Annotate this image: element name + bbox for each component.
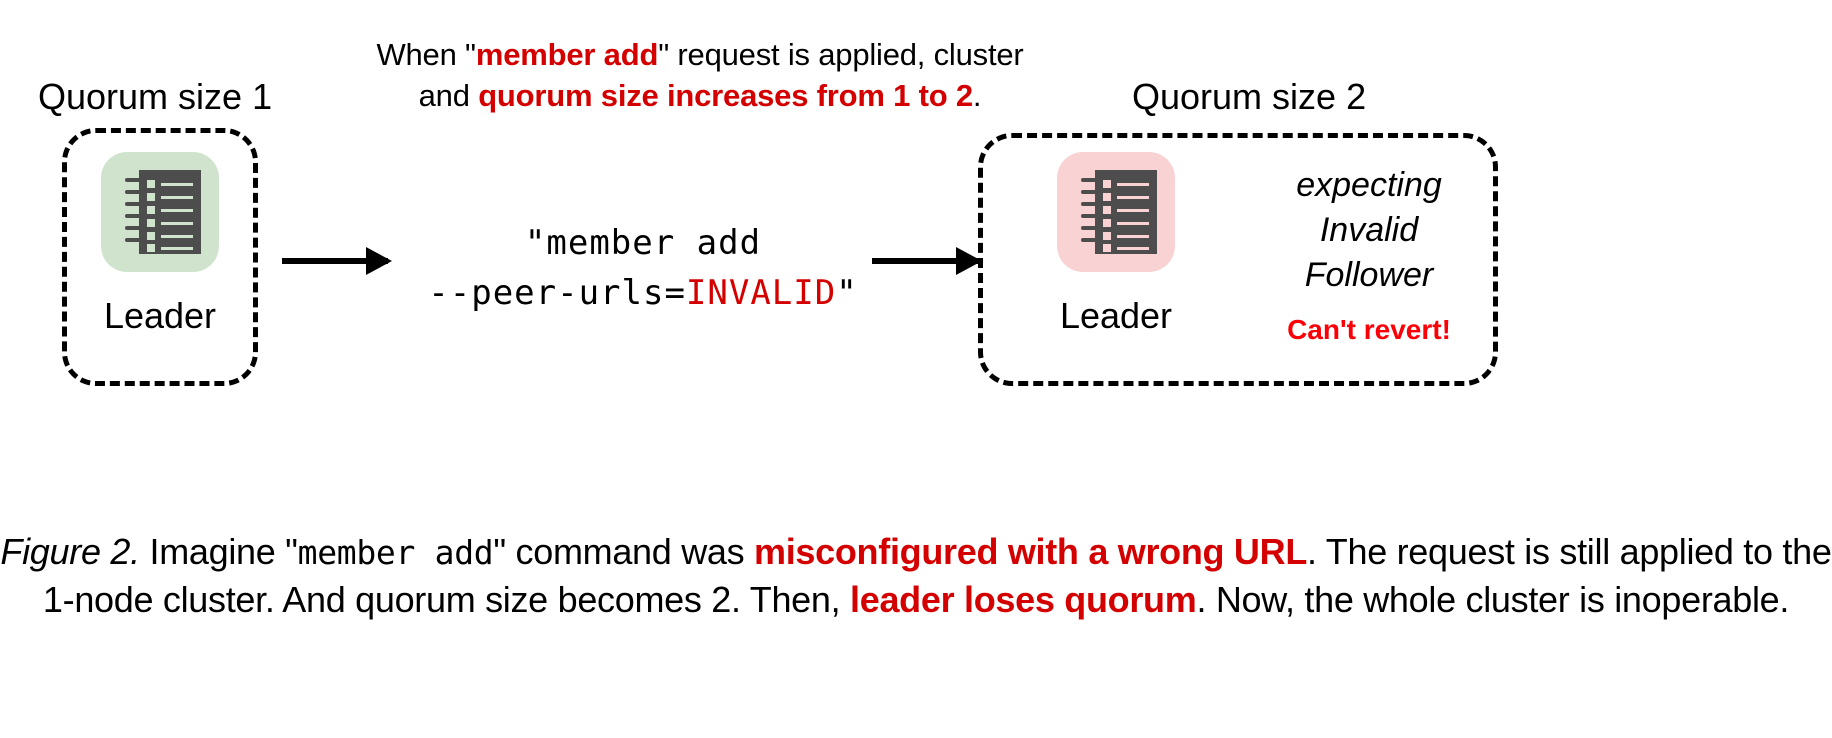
command-invalid-value: INVALID	[685, 273, 837, 313]
status-line-1: expecting	[1296, 166, 1442, 204]
cant-revert-warning: Can't revert!	[1287, 314, 1451, 345]
top-note-seg-3: quorum size increases from 1 to 2	[478, 78, 973, 113]
top-note-seg-1: member add	[475, 37, 659, 72]
caption-seg-mono: member add	[297, 533, 494, 572]
right-leader-node: Leader	[1040, 152, 1192, 336]
arrow-right-icon-right	[872, 247, 982, 275]
command-line2-prefix: --peer-urls=	[428, 273, 686, 313]
command-line1: "member add	[524, 223, 762, 263]
status-line-3: Follower	[1304, 256, 1434, 294]
right-node-label: Leader	[1059, 295, 1173, 336]
right-cluster-title: Quorum size 2	[1132, 76, 1367, 117]
ledger-icon	[123, 166, 205, 258]
top-note-seg-2: " request is applied, cluster and	[418, 37, 1024, 113]
top-note-seg-4: .	[972, 78, 982, 113]
status-line-2: Invalid	[1319, 211, 1419, 249]
left-leader-node: Leader	[84, 152, 236, 336]
caption-seg-0: Imagine "	[139, 531, 298, 572]
right-cluster-status: expecting Invalid Follower Can't revert!	[1246, 163, 1492, 346]
left-node-label: Leader	[103, 295, 217, 336]
caption-seg-2: " command was	[493, 531, 755, 572]
caption-seg-6: . Now, the whole cluster is inoperable.	[1196, 579, 1790, 620]
command-line2-suffix: "	[836, 273, 858, 313]
member-add-command: "member add --peer-urls=INVALID"	[428, 218, 858, 318]
figure-caption: Figure 2. Imagine "member add" command w…	[0, 528, 1832, 623]
caption-seg-leader-loses-quorum: leader loses quorum	[850, 579, 1197, 620]
caption-seg-misconfigured: misconfigured with a wrong URL	[754, 531, 1308, 572]
left-cluster-box	[62, 128, 258, 386]
top-note-seg-0: When "	[376, 37, 476, 72]
left-node-tile	[101, 152, 219, 280]
figure-label: Figure 2.	[0, 531, 140, 572]
arrow-right-icon-left	[282, 247, 392, 275]
left-cluster-title: Quorum size 1	[38, 76, 273, 117]
right-node-tile	[1057, 152, 1175, 280]
caption-seg-4: . The request is still applied to the 1-…	[42, 531, 1832, 620]
ledger-icon	[1079, 166, 1161, 258]
top-explanation-note: When "member add" request is applied, cl…	[370, 34, 1030, 116]
